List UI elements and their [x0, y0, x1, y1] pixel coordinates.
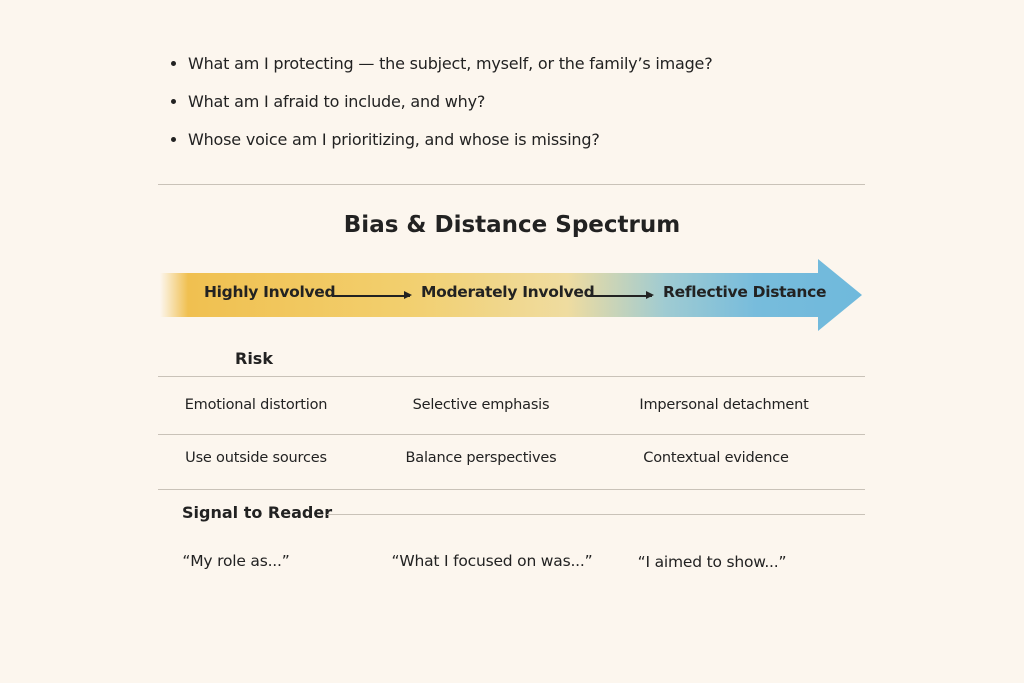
- divider: [158, 434, 865, 435]
- divider: [158, 489, 865, 490]
- question-item: What am I afraid to include, and why?: [168, 88, 713, 126]
- question-item: Whose voice am I prioritizing, and whose…: [168, 126, 713, 164]
- arrow-connector: [588, 292, 654, 298]
- risk-cell: Use outside sources: [185, 450, 327, 466]
- reflection-questions: What am I protecting — the subject, myse…: [168, 50, 713, 164]
- divider: [327, 514, 865, 515]
- stage-reflective-distance: Reflective Distance: [663, 283, 827, 301]
- risk-cell: Selective emphasis: [412, 397, 550, 413]
- divider: [158, 376, 865, 377]
- signal-item: “I aimed to show...”: [637, 553, 787, 571]
- risk-cell: Emotional distortion: [184, 397, 328, 413]
- risk-label: Risk: [235, 349, 273, 368]
- diagram-title: Bias & Distance Spectrum: [343, 212, 681, 238]
- stage-highly-involved: Highly Involved: [204, 283, 336, 301]
- stage-moderately-involved: Moderately Involved: [421, 283, 595, 301]
- risk-cell: Impersonal detachment: [639, 397, 809, 413]
- risk-cell: Contextual evidence: [643, 450, 789, 466]
- divider: [158, 184, 865, 185]
- risk-cell: Balance perspectives: [405, 450, 557, 466]
- spectrum-arrow: [160, 259, 862, 331]
- arrow-connector: [334, 292, 412, 298]
- signal-item: “What I focused on was...”: [391, 552, 593, 570]
- signal-item: “My role as...”: [182, 552, 290, 570]
- signal-label: Signal to Reader: [182, 503, 333, 522]
- question-item: What am I protecting — the subject, myse…: [168, 50, 713, 88]
